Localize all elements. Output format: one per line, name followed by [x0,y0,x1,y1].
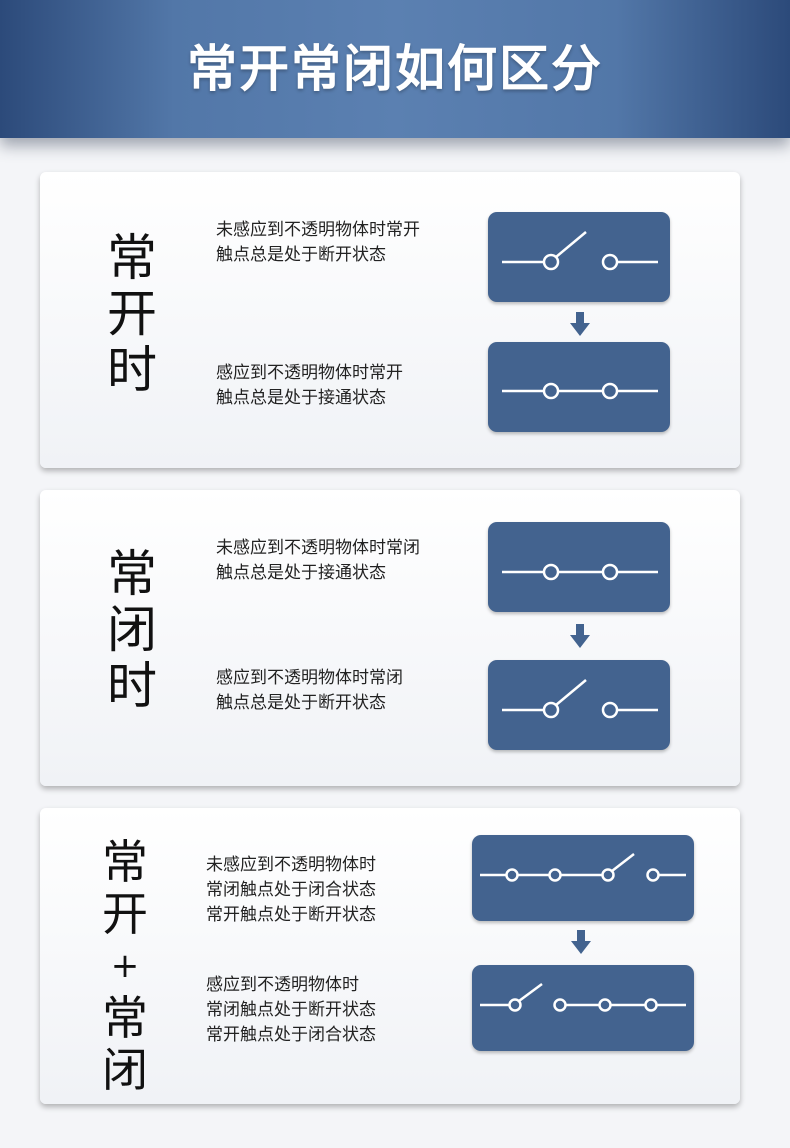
label-char: 常 [102,991,148,1045]
combined-switch-box-top [472,835,694,921]
section-label: 常 闭 时 [102,546,162,714]
closed-switch-box [488,342,670,432]
label-char: 时 [107,657,157,715]
desc-line: 感应到不透明物体时常闭 [216,668,403,688]
desc-line: 常闭触点处于断开状态 [206,1000,376,1020]
label-char: 闭 [102,1043,148,1097]
label-char: + [110,946,140,986]
bottom-description: 感应到不透明物体时 常闭触点处于断开状态 常开触点处于闭合状态 [206,973,376,1048]
desc-line: 常闭触点处于闭合状态 [206,880,376,900]
combined-switch-box-bottom [472,965,694,1051]
section-label: 常 开 时 [102,230,162,398]
bottom-description: 感应到不透明物体时常闭 触点总是处于断开状态 [216,666,403,716]
desc-line: 感应到不透明物体时常开 [216,363,403,383]
down-arrow-icon [571,930,591,954]
bottom-description: 感应到不透明物体时常开 触点总是处于接通状态 [216,361,403,411]
page-title: 常开常闭如何区分 [187,40,603,98]
closed-switch-icon [502,563,658,581]
section-normally-open: 常 开 时 未感应到不透明物体时常开 触点总是处于断开状态 感应到不透明物体时常… [40,172,740,468]
closed-switch-icon [502,382,658,400]
combined-switch-icon [480,982,686,1012]
label-char: 时 [107,341,157,399]
closed-switch-box [488,522,670,612]
top-description: 未感应到不透明物体时 常闭触点处于闭合状态 常开触点处于断开状态 [206,853,376,928]
open-switch-box [488,660,670,750]
open-switch-icon [502,231,658,271]
label-char: 开 [102,887,148,941]
desc-line: 未感应到不透明物体时 [206,855,376,875]
label-char: 闭 [107,601,157,659]
desc-line: 常开触点处于断开状态 [206,905,376,925]
section-normally-closed: 常 闭 时 未感应到不透明物体时常闭 触点总是处于接通状态 感应到不透明物体时常… [40,490,740,786]
desc-line: 未感应到不透明物体时常开 [216,220,420,240]
combined-switch-icon [480,853,686,882]
top-description: 未感应到不透明物体时常闭 触点总是处于接通状态 [216,536,420,586]
desc-line: 感应到不透明物体时 [206,975,359,995]
top-description: 未感应到不透明物体时常开 触点总是处于断开状态 [216,218,420,268]
down-arrow-icon [570,312,590,336]
down-arrow-icon [570,624,590,648]
label-char: 常 [102,835,148,889]
open-switch-icon [502,679,658,719]
label-char: 开 [107,285,157,343]
desc-line: 未感应到不透明物体时常闭 [216,538,420,558]
header-banner: 常开常闭如何区分 [0,0,790,138]
section-open-plus-closed: 常 开 + 常 闭 未感应到不透明物体时 常闭触点处于闭合状态 常开触点处于断开… [40,808,740,1104]
label-char: 常 [107,545,157,603]
desc-line: 触点总是处于接通状态 [216,388,386,408]
desc-line: 触点总是处于断开状态 [216,245,386,265]
open-switch-box [488,212,670,302]
section-label: 常 开 + 常 闭 [95,836,155,1096]
desc-line: 常开触点处于闭合状态 [206,1025,376,1045]
desc-line: 触点总是处于断开状态 [216,693,386,713]
desc-line: 触点总是处于接通状态 [216,563,386,583]
label-char: 常 [107,229,157,287]
